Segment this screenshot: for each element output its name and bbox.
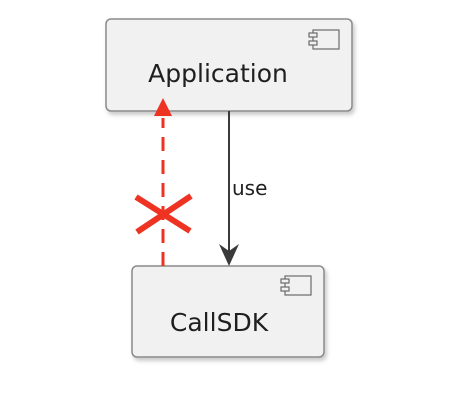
component-icon <box>280 275 312 296</box>
callsdk-component[interactable]: CallSDK <box>131 265 325 358</box>
callsdk-box <box>131 265 325 358</box>
forbidden-dependency-arrow[interactable] <box>134 98 193 266</box>
use-arrow[interactable]: use <box>219 111 267 266</box>
component-icon <box>308 29 340 50</box>
callsdk-label: CallSDK <box>170 308 269 337</box>
forbidden-arrowhead <box>154 98 172 116</box>
use-arrowhead <box>219 244 239 266</box>
application-label: Application <box>148 59 288 88</box>
application-component[interactable]: Application <box>105 18 353 112</box>
cross-icon <box>134 193 193 235</box>
use-label: use <box>232 176 267 200</box>
